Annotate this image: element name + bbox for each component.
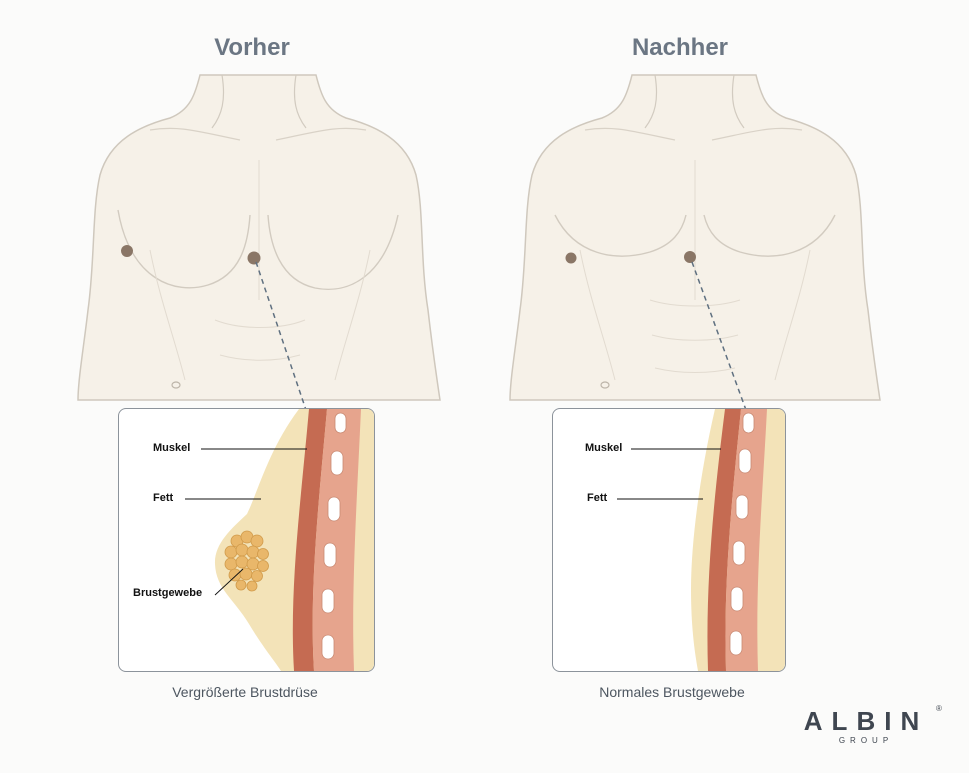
after-heading: Nachher xyxy=(631,34,729,61)
after-nipple-right xyxy=(684,251,696,263)
breast-gland xyxy=(224,530,269,592)
before-leader-line xyxy=(255,261,307,411)
after-nipple-left xyxy=(565,252,577,264)
before-label-fat: Fett xyxy=(153,492,174,504)
before-torso xyxy=(77,74,441,401)
logo-wordmark: ALBIN xyxy=(803,706,929,736)
after-torso xyxy=(509,74,881,401)
after-muscle xyxy=(707,409,741,671)
albin-group-logo: ALBIN ® GROUP xyxy=(788,704,944,746)
before-label-gland: Brustgewebe xyxy=(133,587,203,599)
logo-subtitle: GROUP xyxy=(838,736,894,745)
after-label-muscle: Muskel xyxy=(585,442,623,454)
after-label-fat: Fett xyxy=(587,492,608,504)
logo-registered-mark: ® xyxy=(936,704,942,713)
before-nipple-right xyxy=(247,251,261,265)
before-caption: Vergrößerte Brustdrüse xyxy=(172,684,318,700)
before-heading: Vorher xyxy=(214,34,290,61)
before-nipple-left xyxy=(121,245,133,257)
after-cross-section: Muskel Fett xyxy=(552,408,786,672)
before-ribs xyxy=(321,412,347,660)
after-ribs xyxy=(729,412,755,656)
before-muscle xyxy=(292,409,327,671)
after-caption: Normales Brustgewebe xyxy=(599,684,745,700)
before-cross-section: Muskel Fett Brustgewebe xyxy=(118,408,375,672)
before-label-muscle: Muskel xyxy=(153,442,191,454)
